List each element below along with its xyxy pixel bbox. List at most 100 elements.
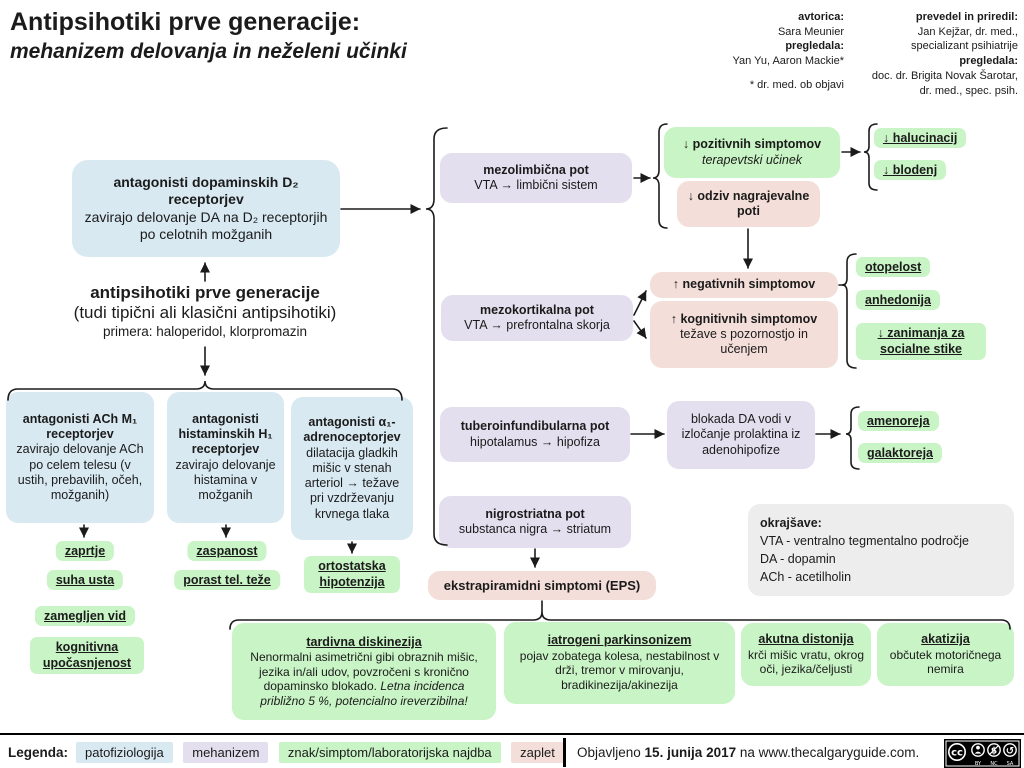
- box-histamine-title: antagonisti histaminskih H₁ receptorjev: [178, 411, 273, 457]
- effect-positive-symptoms: ↓ pozitivnih simptomov terapevtski učine…: [664, 127, 840, 178]
- credits-reviewer2-title: dr. med., spec. psih.: [919, 84, 1018, 97]
- box-histamine-body: zavirajo delovanje histamina v možganih: [175, 457, 276, 503]
- pathway-tuberoinfundibular: tuberoinfundibularna pot hipotalamus → h…: [440, 407, 630, 462]
- cc-sa-icon: ↺: [1003, 743, 1017, 757]
- symptom-chip-galactorrhea: galaktoreja: [858, 443, 943, 464]
- svg-text:cc: cc: [951, 748, 963, 759]
- page-title: Antipsihotiki prve generacije: mehanizem…: [10, 8, 407, 64]
- pathway-mesolimbic-title: mezolimbična pot: [483, 162, 589, 177]
- eps-dystonia-body: krči mišic vratu, okrog oči, jezika/čelj…: [747, 647, 865, 677]
- abbreviations-box: okrajšave: VTA - ventralno tegmentalno p…: [748, 504, 1014, 596]
- eps-box-parkinsonism: iatrogeni parkinsonizem pojav zobatega k…: [504, 622, 735, 704]
- box-alpha-antagonists: antagonisti α₁-adrenoceptorjev dilatacij…: [291, 397, 413, 540]
- credits-translator-label: prevedel in priredil:: [915, 11, 1018, 23]
- eps-tardive-note: Letna incidenca približno 5 %, potencial…: [260, 679, 468, 708]
- symptom-chip-blurred-vision: zamegljen vid: [35, 606, 135, 627]
- pathway-mesocortical-route: VTA → prefrontalna skorja: [464, 318, 610, 332]
- abbreviation-da: DA - dopamin: [760, 552, 836, 566]
- published-prefix: Objavljeno: [577, 745, 645, 760]
- effect-cognitive-body: težave s pozornostjo in učenjem: [680, 326, 808, 357]
- legend-bar: Legenda: patofiziologija mehanizem znak/…: [0, 733, 1024, 768]
- symptom-chip-hallucinations: ↓ halucinacij: [874, 128, 967, 149]
- fga-title: antipsihotiki prve generacije: [90, 283, 320, 302]
- legend-divider: [563, 738, 566, 767]
- symptom-chip-anhedonia: anhedonija: [856, 290, 940, 311]
- box-d2-antagonists: antagonisti dopaminskih D₂ receptorjev z…: [72, 160, 340, 257]
- title-line1: Antipsihotiki prve generacije:: [10, 8, 361, 36]
- cc-badge-graphic: cc $ ↺ BY NC SA: [945, 740, 1020, 767]
- eps-dystonia-title: akutna distonija: [758, 632, 854, 647]
- pathway-nigrostriatal: nigrostriatna pot substanca nigra → stri…: [439, 496, 631, 548]
- symptom-chip-constipation: zaprtje: [55, 541, 115, 562]
- credits-reviewers: Yan Yu, Aaron Mackie*: [732, 55, 845, 68]
- symptom-chip-delusions: ↓ blodenj: [874, 160, 947, 181]
- pathway-nigrostriatal-route: substanca nigra → striatum: [458, 522, 612, 536]
- abbreviation-ach: ACh - acetilholin: [760, 570, 852, 585]
- published-date: 15. junija 2017: [644, 745, 737, 760]
- effect-reward-response: ↓ odziv nagrajevalne poti: [677, 181, 820, 227]
- credits-translator-name: Jan Kejžar, dr. med.,: [917, 25, 1018, 38]
- symptom-chip-weight-gain: porast tel. teže: [174, 570, 280, 591]
- pathway-mesolimbic: mezolimbična pot VTA → limbični sistem: [440, 153, 632, 203]
- box-alpha-title: antagonisti α₁-adrenoceptorjev: [303, 415, 401, 445]
- eps-box-tardive-dyskinesia: tardivna diskinezija Nenormalni asimetri…: [232, 623, 496, 720]
- title-line2: mehanizem delovanja in neželeni učinki: [10, 39, 407, 63]
- box-ach-antagonists: antagonisti ACh M₁ receptorjev zavirajo …: [6, 392, 154, 523]
- abbreviation-vta: VTA - ventralno tegmentalno področje: [760, 533, 969, 548]
- box-ach-body: zavirajo delovanje ACh po celem telesu (…: [16, 442, 144, 502]
- symptom-chip-blunting: otopelost: [856, 257, 931, 278]
- credits-footnote: * dr. med. ob objavi: [749, 78, 844, 91]
- effect-negative-symptoms: ↑ negativnih simptomov: [650, 272, 838, 298]
- credits-reviewer2-name: doc. dr. Brigita Novak Šarotar,: [871, 69, 1018, 82]
- credits-translator-block: prevedel in priredil: Jan Kejžar, dr. me…: [850, 10, 1018, 98]
- eps-box-acute-dystonia: akutna distonija krči mišic vratu, okrog…: [741, 623, 871, 686]
- credits-reviewed-label: pregledala:: [785, 40, 844, 53]
- cc-sa-label: SA: [1007, 761, 1014, 767]
- effect-cognitive-title: ↑ kognitivnih simptomov: [670, 311, 818, 326]
- legend-chips: patofiziologija mehanizem znak/simptom/l…: [76, 742, 570, 763]
- eps-akathisia-title: akatizija: [921, 632, 970, 647]
- published-line: Objavljeno 15. junija 2017 na www.thecal…: [577, 745, 919, 760]
- eps-tardive-text: Nenormalni asimetrični gibi obraznih miš…: [250, 649, 478, 694]
- credits-author-name: Sara Meunier: [777, 25, 844, 38]
- credits-translator-title: specializant psihiatrije: [911, 40, 1018, 53]
- box-d2-body: zavirajo delovanje DA na D₂ receptorjih …: [84, 208, 328, 242]
- box-histamine-antagonists: antagonisti histaminskih H₁ receptorjev …: [167, 392, 284, 523]
- svg-text:$: $: [991, 746, 997, 756]
- symptom-chip-orthostatic-hypotension: ortostatska hipotenzija: [304, 556, 400, 593]
- legend-chip-complication: zaplet: [511, 742, 564, 763]
- fga-subtitle: (tudi tipični ali klasični antipsihotiki…: [73, 303, 337, 322]
- legend-label: Legenda:: [8, 745, 69, 760]
- symptom-chip-amenorrhea: amenoreja: [858, 411, 939, 432]
- svg-text:↺: ↺: [1006, 746, 1014, 757]
- eps-tardive-title: tardivna diskinezija: [306, 634, 422, 649]
- pathway-mesocortical-title: mezokortikalna pot: [480, 302, 594, 317]
- legend-chip-mechanism: mehanizem: [183, 742, 269, 763]
- legend-chip-sign-symptom: znak/simptom/laboratorijska najdba: [278, 742, 501, 763]
- credits-author-label: avtorica:: [798, 11, 844, 23]
- fga-heading: antipsihotiki prve generacije (tudi tipi…: [15, 283, 395, 339]
- symptom-chip-dry-mouth: suha usta: [46, 570, 124, 591]
- pathway-tuberoinfundibular-title: tuberoinfundibularna pot: [460, 419, 610, 434]
- credits-reviewed2-label: pregledala:: [959, 55, 1018, 68]
- symptom-chip-cognitive-slowing: kognitivna upočasnjenost: [30, 637, 144, 674]
- symptom-chip-sleepiness: zaspanost: [187, 541, 267, 562]
- eps-tardive-body: Nenormalni asimetrični gibi obraznih miš…: [241, 650, 487, 709]
- eps-box-akathisia: akatizija občutek motoričnega nemira: [877, 623, 1014, 686]
- box-alpha-body: dilatacija gladkih mišic v stenah arteri…: [304, 445, 400, 521]
- abbreviations-title: okrajšave:: [760, 515, 822, 530]
- pathway-mesolimbic-route: VTA → limbični sistem: [474, 178, 598, 192]
- effect-cognitive-symptoms: ↑ kognitivnih simptomov težave s pozorno…: [650, 301, 838, 368]
- eps-parkinsonism-title: iatrogeni parkinsonizem: [547, 633, 692, 648]
- pathway-mesocortical: mezokortikalna pot VTA → prefrontalna sk…: [441, 295, 633, 341]
- box-d2-title: antagonisti dopaminskih D₂ receptorjev: [113, 174, 299, 208]
- legend-chip-pathophysiology: patofiziologija: [76, 742, 173, 763]
- cc-nc-label: NC: [990, 761, 998, 767]
- effect-positive-sub: terapevtski učinek: [701, 152, 803, 167]
- box-prolactin: blokada DA vodi v izločanje prolaktina i…: [667, 401, 815, 469]
- symptom-chip-social-interest: ↓ zanimanja za socialne stike: [856, 323, 986, 360]
- eps-akathisia-body: občutek motoričnega nemira: [889, 647, 1002, 677]
- cc-icon: cc: [948, 743, 966, 761]
- effect-eps: ekstrapiramidni simptomi (EPS): [428, 571, 656, 600]
